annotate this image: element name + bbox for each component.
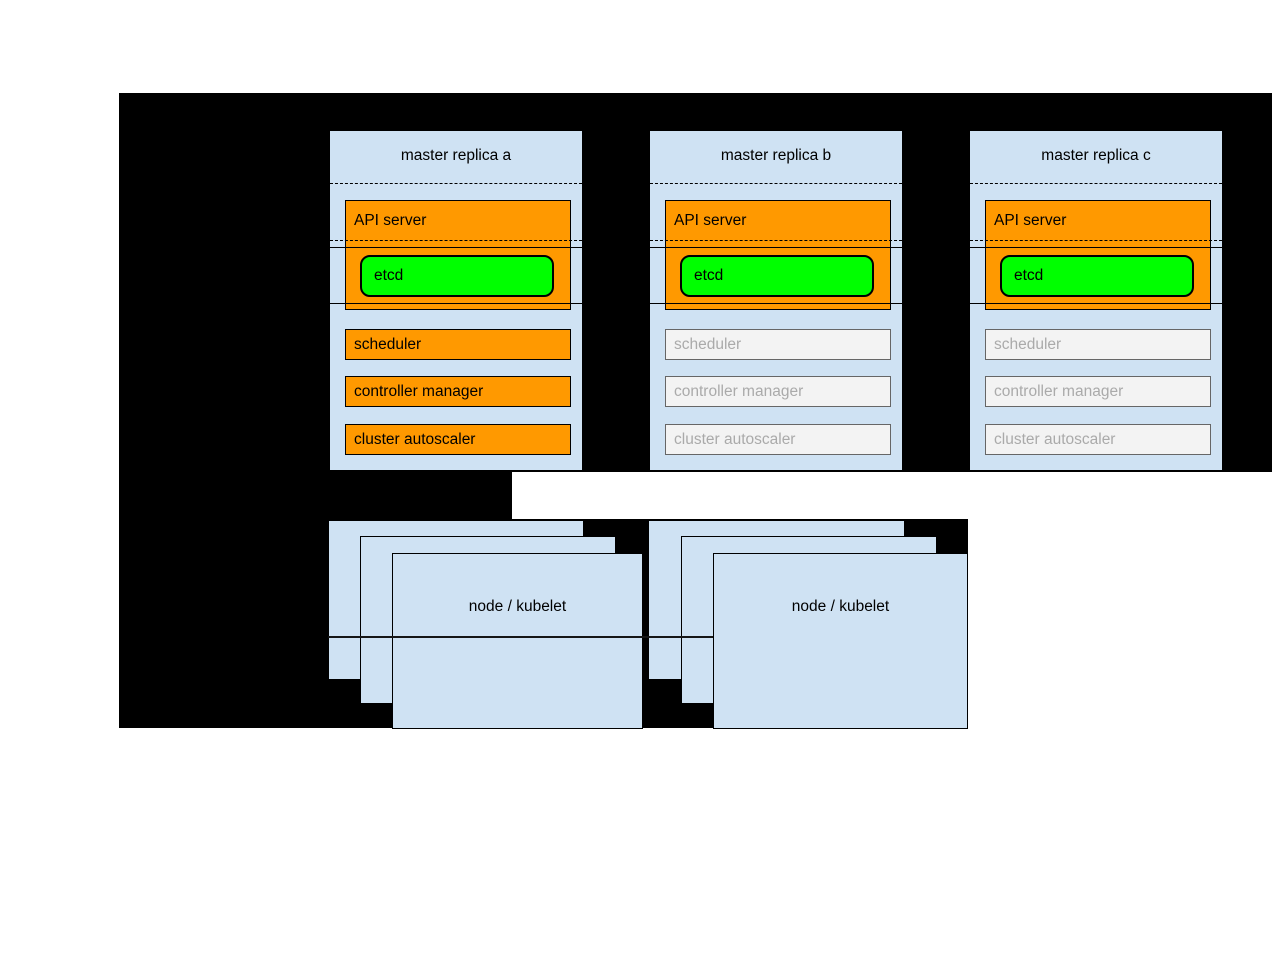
api-server-box: API server etcd [665, 200, 891, 310]
scheduler-box: scheduler [345, 329, 571, 360]
controller-manager-label: controller manager [674, 382, 804, 400]
scheduler-label: scheduler [354, 335, 422, 353]
cluster-autoscaler-label: cluster autoscaler [674, 430, 796, 448]
zone-solid-line-upper [970, 247, 1222, 248]
etcd-box: etcd [680, 255, 874, 297]
controller-manager-box: controller manager [985, 376, 1211, 407]
api-server-label: API server [994, 212, 1067, 229]
cluster-autoscaler-box: cluster autoscaler [665, 424, 891, 455]
scheduler-box: scheduler [665, 329, 891, 360]
master-replica-b-box: master replica b API server etcd schedul… [649, 130, 903, 471]
node-title-divider-line [328, 636, 968, 638]
node-stack1-front-box: node / kubelet [392, 553, 643, 729]
master-replica-title: master replica b [720, 147, 832, 164]
scheduler-label: scheduler [674, 335, 742, 353]
api-server-label: API server [674, 212, 747, 229]
cluster-autoscaler-label: cluster autoscaler [994, 430, 1116, 448]
etcd-label: etcd [374, 267, 404, 284]
scheduler-box: scheduler [985, 329, 1211, 360]
controller-manager-label: controller manager [354, 382, 484, 400]
api-server-label: API server [354, 212, 427, 229]
master-replica-title: master replica c [1041, 147, 1151, 164]
zone-dashed-line-top [650, 183, 902, 184]
zone-dashed-line-mid [650, 240, 902, 241]
zone-solid-line-upper [650, 247, 902, 248]
node-stack2-front-box: node / kubelet [713, 553, 968, 729]
node-kubelet-label: node / kubelet [468, 598, 567, 615]
master-replica-c-box: master replica c API server etcd schedul… [969, 130, 1223, 471]
controller-manager-box: controller manager [665, 376, 891, 407]
zone-dashed-line-top [970, 183, 1222, 184]
master-replica-a-box: master replica a API server etcd schedul… [329, 130, 583, 471]
zone-solid-line-lower [650, 303, 902, 304]
etcd-label: etcd [694, 267, 724, 284]
zone-dashed-line-top [330, 183, 582, 184]
controller-manager-label: controller manager [994, 382, 1124, 400]
scheduler-label: scheduler [994, 335, 1062, 353]
cluster-autoscaler-box: cluster autoscaler [345, 424, 571, 455]
cluster-autoscaler-box: cluster autoscaler [985, 424, 1211, 455]
zone-dashed-line-mid [970, 240, 1222, 241]
cluster-autoscaler-label: cluster autoscaler [354, 430, 476, 448]
zone-solid-line-lower [330, 303, 582, 304]
controller-manager-box: controller manager [345, 376, 571, 407]
api-server-box: API server etcd [345, 200, 571, 310]
etcd-box: etcd [360, 255, 554, 297]
master-replica-title: master replica a [400, 147, 512, 164]
api-server-box: API server etcd [985, 200, 1211, 310]
node-kubelet-label: node / kubelet [791, 598, 890, 615]
zone-dashed-line-mid [330, 240, 582, 241]
zone-solid-line-upper [330, 247, 582, 248]
etcd-box: etcd [1000, 255, 1194, 297]
zone-solid-line-lower [970, 303, 1222, 304]
etcd-label: etcd [1014, 267, 1044, 284]
